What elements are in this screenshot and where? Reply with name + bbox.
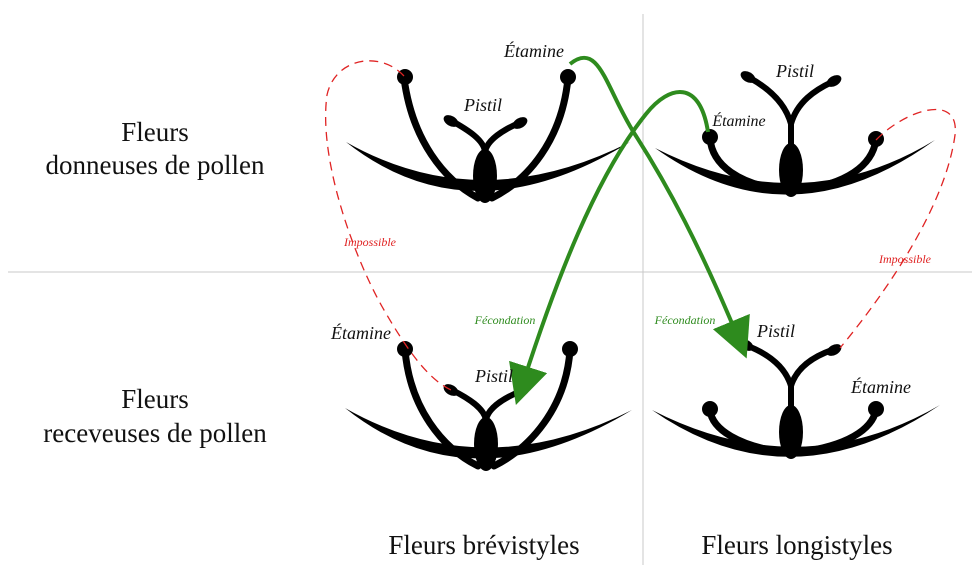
row-label-receiver-line1: Fleurs (121, 384, 189, 414)
column-label-longistyles: Fleurs longistyles (701, 530, 892, 560)
stamen-label-receiver-longistyle: Étamine (850, 376, 911, 397)
row-label-receiver-line2: receveuses de pollen (43, 418, 267, 448)
stamen-label-donor-longistyle: Étamine (711, 111, 765, 130)
pistil-label-donor-brevistyle: Pistil (463, 95, 502, 115)
stamen-label-donor-brevistyle: Étamine (503, 40, 564, 61)
impossible-label-right: Impossible (878, 252, 932, 266)
row-label-donor-line1: Fleurs (121, 117, 189, 147)
flower-receiver-brevistyle (345, 341, 632, 471)
flower-donor-brevistyle (346, 69, 630, 203)
row-label-donor-line2: donneuses de pollen (46, 150, 265, 180)
fertilization-label-left: Fécondation (474, 313, 536, 327)
stamen-label-receiver-brevistyle: Étamine (330, 322, 391, 343)
column-label-brevistyles: Fleurs brévistyles (388, 530, 579, 560)
pistil-label-donor-longistyle: Pistil (775, 61, 814, 81)
impossible-path-longistyle (840, 109, 955, 348)
pistil-label-receiver-brevistyle: Pistil (474, 366, 513, 386)
flower-receiver-longistyle (652, 337, 940, 459)
pistil-label-receiver-longistyle: Pistil (756, 321, 795, 341)
fertilization-label-right: Fécondation (654, 313, 716, 327)
flower-donor-longistyle (655, 69, 935, 197)
impossible-label-left: Impossible (343, 235, 397, 249)
